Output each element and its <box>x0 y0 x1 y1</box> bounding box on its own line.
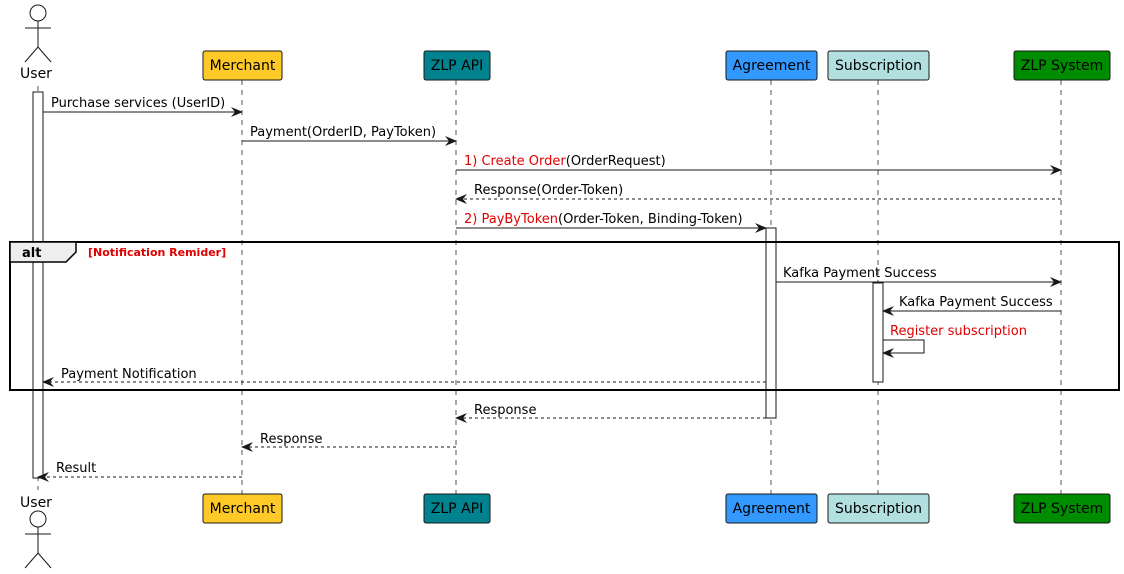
message-1-label: Purchase services (UserID) <box>51 96 225 111</box>
participant-subscription-bottom: Subscription <box>827 493 930 524</box>
message-4-label: Response(Order-Token) <box>474 183 623 198</box>
participant-zlp-api-top-label: ZLP API <box>431 58 483 74</box>
participant-merchant-top: Merchant <box>202 50 283 81</box>
message-5: 2) PayByToken(Order-Token, Binding-Token… <box>456 212 767 233</box>
message-7: Kafka Payment Success <box>882 295 1061 316</box>
message-8-self: Register subscription <box>882 324 1027 358</box>
message-3-label: 1) Create Order(OrderRequest) <box>464 154 666 169</box>
message-5-label: 2) PayByToken(Order-Token, Binding-Token… <box>464 212 743 227</box>
message-5-highlight: 2) PayByToken <box>464 212 558 227</box>
actor-user-bottom <box>24 510 52 569</box>
participant-subscription-top: Subscription <box>827 50 930 81</box>
message-12: Result <box>37 461 242 482</box>
participant-zlp-system-bottom: ZLP System <box>1013 493 1111 524</box>
participant-user-bottom-label: User <box>20 495 52 511</box>
participant-subscription-top-label: Subscription <box>835 58 922 74</box>
participant-zlp-system-top: ZLP System <box>1013 50 1111 81</box>
participant-agreement-bottom: Agreement <box>725 493 818 524</box>
actor-icon <box>29 510 47 528</box>
message-9: Payment Notification <box>42 367 766 387</box>
message-7-label: Kafka Payment Success <box>899 295 1053 310</box>
message-2: Payment(OrderID, PayToken) <box>242 125 457 146</box>
alt-fragment: alt [Notification Remider] <box>9 241 1120 391</box>
message-3-args: (OrderRequest) <box>566 154 666 169</box>
participant-merchant-top-label: Merchant <box>210 58 276 74</box>
participant-zlp-system-top-label: ZLP System <box>1021 58 1104 74</box>
activation-user <box>32 91 44 479</box>
actor-user-top <box>24 4 52 63</box>
actor-icon <box>29 4 47 22</box>
activation-agreement <box>765 227 777 419</box>
participant-zlp-api-bottom-label: ZLP API <box>431 501 483 517</box>
message-3: 1) Create Order(OrderRequest) <box>456 154 1062 175</box>
participant-agreement-top: Agreement <box>725 50 818 81</box>
activation-subscription <box>872 282 884 383</box>
message-12-label: Result <box>56 461 96 476</box>
participant-user-top-label: User <box>20 66 52 82</box>
message-6: Kafka Payment Success <box>776 266 1062 287</box>
alt-guard: [Notification Remider] <box>88 246 226 259</box>
message-8-label: Register subscription <box>890 324 1027 339</box>
participant-zlp-system-bottom-label: ZLP System <box>1021 501 1104 517</box>
participant-zlp-api-top: ZLP API <box>423 50 491 81</box>
message-5-args: (Order-Token, Binding-Token) <box>558 212 743 227</box>
message-11-label: Response <box>260 432 322 447</box>
participant-merchant-bottom-label: Merchant <box>210 501 276 517</box>
message-3-highlight: 1) Create Order <box>464 154 566 169</box>
message-1: Purchase services (UserID) <box>43 96 243 117</box>
message-6-label: Kafka Payment Success <box>783 266 937 281</box>
message-10-label: Response <box>474 403 536 418</box>
participant-zlp-api-bottom: ZLP API <box>423 493 491 524</box>
message-11: Response <box>241 432 456 452</box>
message-9-label: Payment Notification <box>61 367 197 382</box>
alt-label: alt <box>22 246 41 261</box>
participant-agreement-bottom-label: Agreement <box>733 501 811 517</box>
message-10: Response <box>455 403 766 423</box>
lifelines <box>37 80 1062 494</box>
participant-agreement-top-label: Agreement <box>733 58 811 74</box>
participant-subscription-bottom-label: Subscription <box>835 501 922 517</box>
participant-merchant-bottom: Merchant <box>202 493 283 524</box>
message-4: Response(Order-Token) <box>455 183 1061 204</box>
message-2-label: Payment(OrderID, PayToken) <box>250 125 436 140</box>
